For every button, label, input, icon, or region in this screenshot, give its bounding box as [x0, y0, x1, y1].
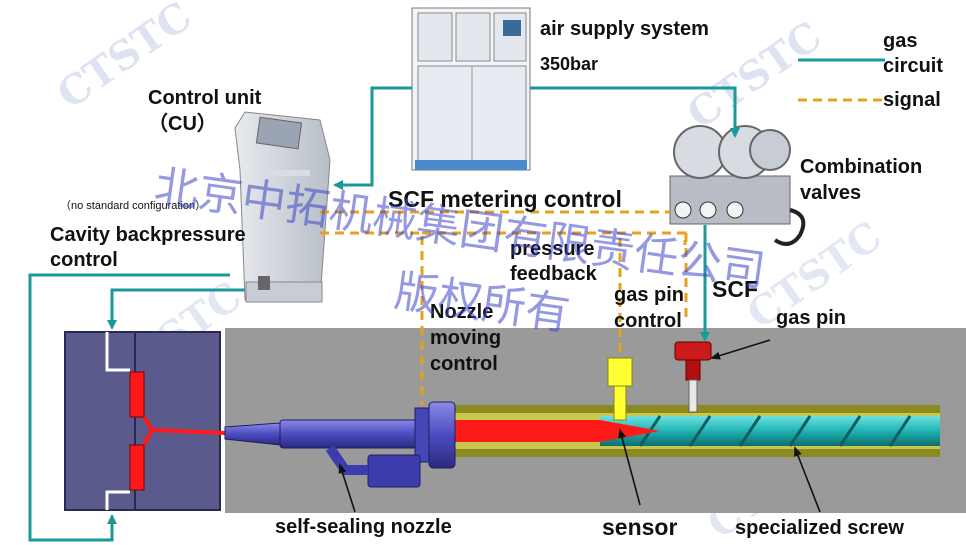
gas-line-cu-to-mold-top [107, 288, 245, 330]
scf-metering-label: SCF metering control [388, 186, 622, 212]
mold-cavity-lower [129, 444, 145, 491]
control-unit-abbr: （CU） [148, 113, 217, 135]
legend-gas-label-line1: gas [883, 30, 918, 52]
gas-circuit-lines [28, 58, 885, 542]
nozzle-barrel [279, 419, 426, 449]
legend-gas-label-line2: circuit [883, 55, 944, 77]
runner [142, 415, 226, 446]
air-supply-cabinet [411, 7, 531, 171]
signal-cu-nozzle [320, 231, 424, 405]
nozzle-flange [414, 407, 430, 463]
pointer-arrows [338, 339, 821, 513]
gas-pin-label: gas pin [776, 307, 847, 329]
pressure-sensor [607, 357, 633, 421]
self-sealing-nozzle [224, 401, 456, 488]
arrow-sensor [618, 428, 641, 506]
control-unit-cabinet [234, 111, 331, 303]
nozzle-tip [224, 422, 281, 446]
arrow-nozzle [338, 463, 356, 513]
no-standard-note: （no standard configuration） [60, 200, 207, 212]
nozzle-moving-line3: control [430, 353, 498, 375]
nozzle-moving-line1: Nozzle [430, 301, 494, 323]
gas-pin [674, 341, 712, 413]
nozzle-flange-2 [428, 401, 456, 469]
air-supply-pressure: 350bar [540, 54, 599, 74]
specialized-screw-label: specialized screw [735, 517, 904, 539]
nozzle-actuator [367, 454, 421, 488]
pressure-feedback-line2: feedback [510, 263, 597, 285]
cavity-backpressure-line2: control [50, 249, 118, 271]
gas-pin-control-line1: gas pin [614, 284, 685, 306]
mold-cavity-upper [129, 371, 145, 418]
legend-signal-label: signal [883, 89, 941, 111]
signal-lines [320, 98, 885, 405]
cavity-backpressure-line1: Cavity backpressure [50, 224, 246, 246]
gas-line-supply-to-valves [530, 86, 740, 138]
gas-pin-control-line2: control [614, 310, 682, 332]
polymer-melt [455, 420, 660, 442]
arrow-screw [794, 446, 821, 513]
gas-line-supply-to-cu [333, 86, 412, 190]
sensor-label: sensor [602, 514, 678, 540]
air-supply-title: air supply system [540, 18, 709, 40]
control-unit-label: Control unit [148, 87, 262, 109]
self-sealing-nozzle-label: self-sealing nozzle [275, 516, 452, 538]
nozzle-moving-line2: moving [430, 327, 502, 349]
pressure-feedback-line1: pressure [510, 238, 595, 260]
combination-valves [669, 125, 806, 246]
scf-label: SCF [712, 276, 758, 302]
combination-valves-label-line1: Combination [800, 156, 923, 178]
arrow-gas-pin [710, 339, 771, 360]
combination-valves-label-line2: valves [800, 182, 862, 204]
gas-line-cu-to-mold-bottom [28, 273, 230, 542]
